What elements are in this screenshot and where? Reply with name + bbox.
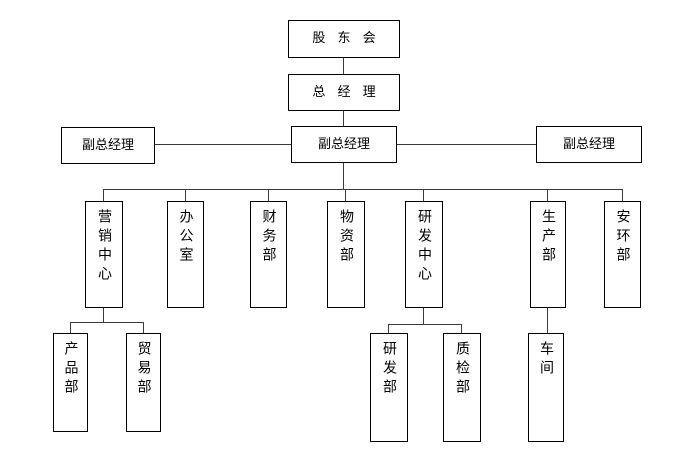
connector-gm-to-deputy-center — [343, 110, 344, 126]
connector-bus-to-marketing-center — [103, 189, 104, 201]
node-label: 贸易部 — [135, 341, 152, 398]
node-label: 安环部 — [614, 209, 631, 266]
connector-subbus-to-trade — [143, 322, 144, 333]
node-label: 物资部 — [338, 209, 354, 266]
node-workshop[interactable]: 车间 — [528, 333, 564, 442]
node-marketing-center[interactable]: 营销中心 — [85, 201, 123, 308]
connector-bus-to-safety-env — [622, 189, 623, 201]
node-label: 副总经理 — [81, 137, 134, 153]
node-label: 股 东 会 — [312, 31, 380, 47]
node-deputy-general-manager-right[interactable]: 副总经理 — [536, 126, 642, 163]
node-label: 车间 — [538, 341, 554, 379]
node-label: 营销中心 — [96, 209, 112, 285]
connector-production-to-workshop — [547, 308, 548, 334]
node-rd-department[interactable]: 研发部 — [370, 333, 408, 442]
connector-department-bus — [103, 189, 623, 190]
connector-bus-to-production — [547, 189, 548, 201]
connector-bus-to-office — [185, 189, 186, 201]
connector-bus-to-rd-center — [423, 189, 424, 201]
node-label: 副总经理 — [562, 136, 615, 152]
node-general-manager[interactable]: 总 经 理 — [288, 74, 400, 111]
connector-bus-to-materials — [345, 189, 346, 201]
connector-deputy-center-to-right — [397, 144, 536, 145]
node-deputy-general-manager-center[interactable]: 副总经理 — [291, 126, 397, 163]
connector-subbus-to-rd-dept — [388, 324, 389, 334]
node-label: 财务部 — [260, 209, 277, 266]
node-finance-department[interactable]: 财务部 — [250, 201, 287, 308]
node-safety-environment-department[interactable]: 安环部 — [604, 201, 641, 308]
node-rd-center[interactable]: 研发中心 — [405, 201, 443, 308]
node-office[interactable]: 办公室 — [167, 201, 204, 308]
connector-rd-center-to-subbus — [423, 308, 424, 324]
node-label: 研发中心 — [416, 209, 432, 285]
node-product-department[interactable]: 产品部 — [53, 333, 88, 432]
connector-bus-to-finance — [268, 189, 269, 201]
connector-marketing-subbus — [70, 322, 144, 323]
node-deputy-general-manager-left[interactable]: 副总经理 — [61, 127, 155, 164]
connector-marketing-to-subbus — [103, 308, 104, 323]
node-production-department[interactable]: 生产部 — [530, 201, 566, 308]
node-materials-department[interactable]: 物资部 — [327, 201, 365, 308]
node-label: 生产部 — [540, 209, 556, 266]
node-label: 总 经 理 — [312, 84, 380, 100]
connector-deputy-center-to-left — [155, 144, 291, 145]
node-label: 副总经理 — [317, 136, 370, 152]
node-trade-department[interactable]: 贸易部 — [126, 333, 161, 432]
node-label: 质检部 — [454, 341, 470, 398]
node-label: 产品部 — [62, 341, 79, 398]
connector-deputy-center-to-bus — [343, 163, 344, 189]
connector-rd-subbus — [388, 324, 462, 325]
node-quality-inspection-department[interactable]: 质检部 — [443, 333, 481, 442]
connector-shareholders-to-gm — [343, 57, 344, 74]
node-shareholders-meeting[interactable]: 股 东 会 — [288, 20, 400, 58]
connector-subbus-to-product — [70, 322, 71, 333]
node-label: 办公室 — [177, 209, 194, 266]
connector-subbus-to-quality — [461, 324, 462, 334]
node-label: 研发部 — [381, 341, 397, 398]
